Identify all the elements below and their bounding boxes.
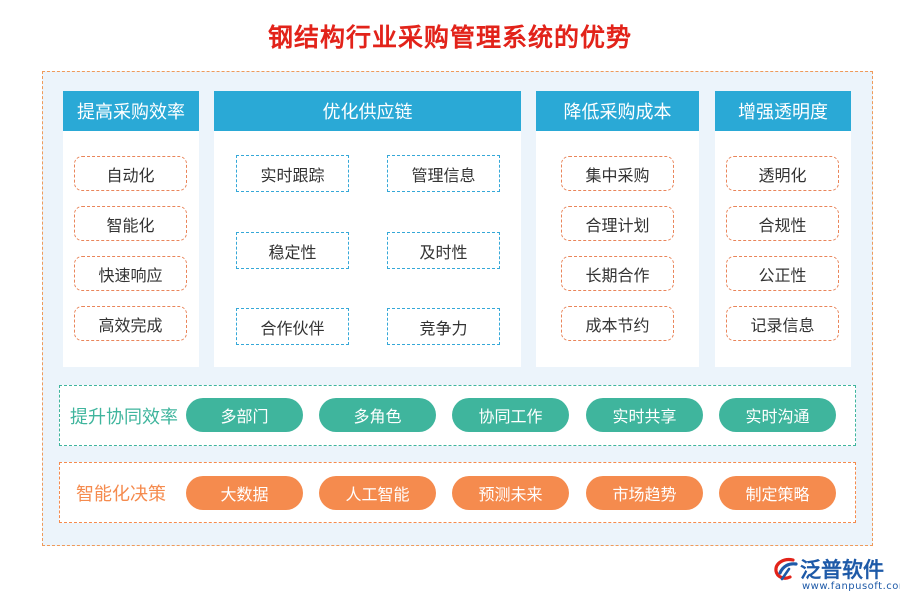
panel-supply-chain-header: 优化供应链	[214, 91, 521, 131]
panel-transparency: 增强透明度 透明化 合规性 公正性 记录信息	[715, 91, 851, 367]
supply-chain-item: 实时跟踪	[236, 155, 349, 192]
collaboration-item: 多部门	[186, 398, 303, 432]
decision-item: 大数据	[186, 476, 303, 510]
supply-chain-item: 竞争力	[387, 308, 500, 345]
collaboration-item: 协同工作	[452, 398, 569, 432]
page-title: 钢结构行业采购管理系统的优势	[267, 23, 632, 52]
efficiency-item: 快速响应	[74, 256, 187, 291]
brand-name: 泛普软件	[800, 558, 884, 582]
cost-item: 长期合作	[561, 256, 674, 291]
transparency-item: 合规性	[726, 206, 839, 241]
fanpu-logo-icon	[774, 557, 798, 581]
decision-label: 智能化决策	[76, 483, 166, 505]
panel-cost: 降低采购成本 集中采购 合理计划 长期合作 成本节约	[536, 91, 699, 367]
panel-supply-chain: 优化供应链 实时跟踪 管理信息 稳定性 及时性 合作伙伴 竞争力	[214, 91, 521, 367]
collaboration-band: 提升协同效率 多部门 多角色 协同工作 实时共享 实时沟通	[59, 385, 856, 446]
decision-item: 预测未来	[452, 476, 569, 510]
collaboration-item: 实时沟通	[719, 398, 836, 432]
supply-chain-item: 及时性	[387, 232, 500, 269]
cost-item: 集中采购	[561, 156, 674, 191]
decision-item: 制定策略	[719, 476, 836, 510]
transparency-item: 记录信息	[726, 306, 839, 341]
panel-transparency-header: 增强透明度	[715, 91, 851, 131]
supply-chain-item: 合作伙伴	[236, 308, 349, 345]
collaboration-item: 多角色	[319, 398, 436, 432]
supply-chain-item: 稳定性	[236, 232, 349, 269]
cost-item: 成本节约	[561, 306, 674, 341]
panel-cost-header: 降低采购成本	[536, 91, 699, 131]
decision-band: 智能化决策 大数据 人工智能 预测未来 市场趋势 制定策略	[59, 462, 856, 523]
panel-efficiency-header: 提高采购效率	[63, 91, 199, 131]
brand-logo: 泛普软件 www.fanpusoft.com	[770, 552, 900, 596]
transparency-item: 透明化	[726, 156, 839, 191]
collaboration-label: 提升协同效率	[70, 406, 178, 428]
collaboration-item: 实时共享	[586, 398, 703, 432]
panel-efficiency: 提高采购效率 自动化 智能化 快速响应 高效完成	[63, 91, 199, 367]
efficiency-item: 高效完成	[74, 306, 187, 341]
decision-item: 人工智能	[319, 476, 436, 510]
brand-url: www.fanpusoft.com	[802, 581, 900, 592]
supply-chain-item: 管理信息	[387, 155, 500, 192]
decision-item: 市场趋势	[586, 476, 703, 510]
transparency-item: 公正性	[726, 256, 839, 291]
efficiency-item: 智能化	[74, 206, 187, 241]
cost-item: 合理计划	[561, 206, 674, 241]
efficiency-item: 自动化	[74, 156, 187, 191]
